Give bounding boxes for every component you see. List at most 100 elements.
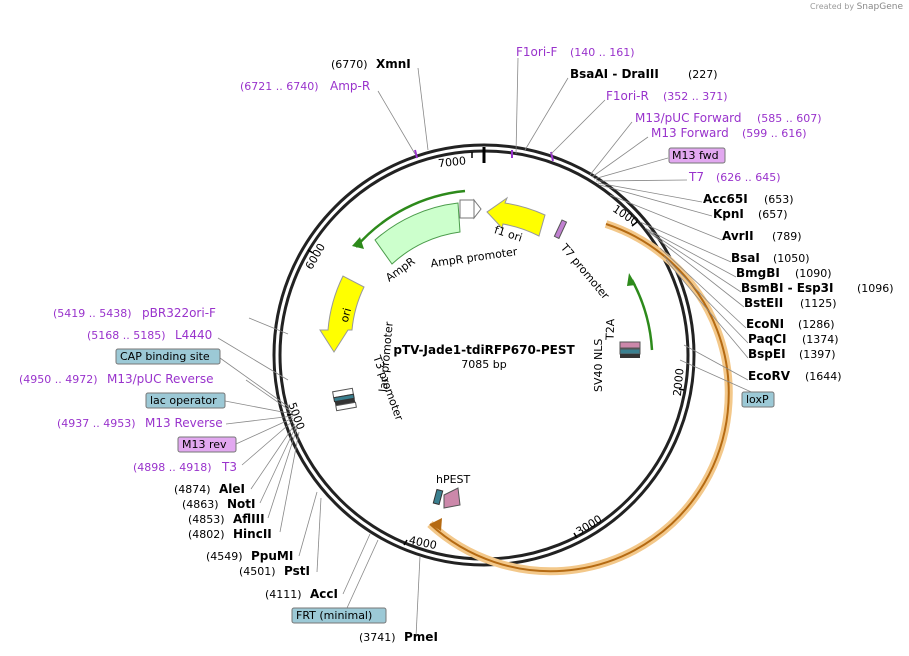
m13rev-feature xyxy=(335,401,357,412)
sv40nls-feature-2 xyxy=(620,354,640,358)
enzyme-acc65i: Acc65I xyxy=(703,192,748,206)
m13rev-box-label: M13 rev xyxy=(182,438,227,451)
left-enzyme-labels: (6770) XmnI (4874) AleI (4863) NotI (485… xyxy=(174,57,438,644)
hpest-mark xyxy=(432,488,444,506)
primer-m13puc-fwd-name: M13/pUC Forward xyxy=(635,111,742,125)
cap-feature xyxy=(333,393,355,403)
ampr-promoter-feature xyxy=(459,199,475,219)
ampr-arc xyxy=(355,189,466,248)
backbone-outer xyxy=(272,143,696,567)
enzyme-afliii-pos: (4853) xyxy=(188,513,225,526)
primer-ampr-name: Amp-R xyxy=(330,79,370,93)
enzyme-acc65i-pos: (653) xyxy=(764,193,794,206)
t2a-feature xyxy=(619,341,641,349)
enzyme-paqci-pos: (1374) xyxy=(802,333,839,346)
enzyme-avrii: AvrII xyxy=(722,229,754,243)
enzyme-bmgbi: BmgBI xyxy=(736,266,780,280)
primer-pbr322ori-name: pBR322ori-F xyxy=(142,306,216,320)
loxp-green-arc xyxy=(630,279,654,351)
enzyme-kpni: KpnI xyxy=(713,207,744,221)
ori-feature xyxy=(319,275,365,353)
leaders-left xyxy=(217,67,429,638)
primer-m13-fwd-range: (599 .. 616) xyxy=(742,127,807,140)
scale-tick-3000 xyxy=(573,532,578,539)
primer-f1ori-f-name: F1ori-F xyxy=(516,45,557,59)
enzyme-econi: EcoNI xyxy=(746,317,784,331)
scale-label-3000: 3000 xyxy=(574,512,605,538)
enzyme-avrii-pos: (789) xyxy=(772,230,802,243)
snapgene-logo: SnapGene xyxy=(856,2,903,12)
enzyme-bsmbi-pos: (1096) xyxy=(857,282,894,295)
enzyme-ecorv: EcoRV xyxy=(748,369,791,383)
primer-t7-name: T7 xyxy=(688,170,704,184)
enzyme-ecorv-pos: (1644) xyxy=(805,370,842,383)
tdirfp-arc-core xyxy=(429,223,730,573)
ampr-arc-arrowhead xyxy=(352,237,364,249)
enzyme-bspei: BspEI xyxy=(748,347,786,361)
lacop-box-label: lac operator xyxy=(150,394,217,407)
enzyme-kpni-pos: (657) xyxy=(758,208,788,221)
primer-t7-range: (626 .. 645) xyxy=(716,171,781,184)
label-ampr-promoter: AmpR promoter xyxy=(430,245,519,270)
enzyme-paqci: PaqCI xyxy=(748,332,786,346)
leaders-right xyxy=(515,57,759,396)
primer-f1ori-r-range: (352 .. 371) xyxy=(663,90,728,103)
ampr-promoter-arrow xyxy=(473,198,482,220)
enzyme-alei-pos: (4874) xyxy=(174,483,211,496)
label-hpest: hPEST xyxy=(436,473,471,486)
primer-t3-range: (4898 .. 4918) xyxy=(133,461,212,474)
scale-label-2000: 2000 xyxy=(671,368,687,397)
enzyme-bsaai-draiii: BsaAI - DraIII xyxy=(570,67,659,81)
scale-tick-5000 xyxy=(286,413,293,416)
enzyme-hincii-pos: (4802) xyxy=(188,528,225,541)
enzyme-bsmbi-esp3i: BsmBI - Esp3I xyxy=(741,281,833,295)
primer-m13-rev-range: (4937 .. 4953) xyxy=(57,417,136,430)
enzyme-pmei: PmeI xyxy=(404,630,438,644)
primer-m13-fwd-name: M13 Forward xyxy=(651,126,729,140)
scale-tick-2000 xyxy=(678,388,685,391)
enzyme-bspei-pos: (1397) xyxy=(799,348,836,361)
m13rev-box xyxy=(177,436,237,453)
primer-m13puc-rev-range: (4950 .. 4972) xyxy=(19,373,98,386)
enzyme-afliii: AflIII xyxy=(233,512,265,526)
scale-tick-1000 xyxy=(631,221,638,227)
loxp-green-arrowhead xyxy=(627,273,636,286)
primer-pbr322ori-range: (5419 .. 5438) xyxy=(53,307,132,320)
label-t7-promoter: T7 promoter xyxy=(557,241,612,303)
m13fwd-box xyxy=(668,147,726,164)
enzyme-econi-pos: (1286) xyxy=(798,318,835,331)
enzyme-xmni: XmnI xyxy=(376,57,411,71)
primer-l4440-name: L4440 xyxy=(175,328,212,342)
enzyme-bsteii: BstEII xyxy=(744,296,783,310)
snapgene-credit: Created by SnapGene xyxy=(810,2,903,12)
t7-promoter-feature xyxy=(553,219,568,240)
enzyme-acci: AccI xyxy=(310,587,338,601)
enzyme-noti-pos: (4863) xyxy=(182,498,219,511)
right-enzyme-labels: BsaAI - DraIII (227) Acc65I (653) KpnI (… xyxy=(570,67,894,383)
plasmid-size: 7085 bp xyxy=(461,358,506,371)
label-lac-promoter: lac promoter xyxy=(377,321,396,393)
enzyme-bsaai-pos: (227) xyxy=(688,68,718,81)
enzyme-xmni-pos: (6770) xyxy=(331,58,368,71)
loxp-box-label: loxP xyxy=(746,393,769,406)
cap-box xyxy=(115,348,221,365)
enzyme-psti-pos: (4501) xyxy=(239,565,276,578)
primer-m13puc-fwd-range: (585 .. 607) xyxy=(757,112,822,125)
enzyme-pmei-pos: (3741) xyxy=(359,631,396,644)
primer-f1ori-r-name: F1ori-R xyxy=(606,89,649,103)
enzyme-bsteii-pos: (1125) xyxy=(800,297,837,310)
enzyme-bsai: BsaI xyxy=(731,251,760,265)
m13fwd-box-label: M13 fwd xyxy=(672,149,719,162)
tick-ampr xyxy=(414,149,418,159)
primer-f1ori-f-range: (140 .. 161) xyxy=(570,46,635,59)
enzyme-bsai-pos: (1050) xyxy=(773,252,810,265)
enzyme-ppumi: PpuMI xyxy=(251,549,293,563)
enzyme-psti: PstI xyxy=(284,564,310,578)
enzyme-bmgbi-pos: (1090) xyxy=(795,267,832,280)
primer-l4440-range: (5168 .. 5185) xyxy=(87,329,166,342)
cap-box-label: CAP binding site xyxy=(120,350,210,363)
primer-ampr-range: (6721 .. 6740) xyxy=(240,80,319,93)
primer-t3-name: T3 xyxy=(221,460,237,474)
enzyme-acci-pos: (4111) xyxy=(265,588,302,601)
